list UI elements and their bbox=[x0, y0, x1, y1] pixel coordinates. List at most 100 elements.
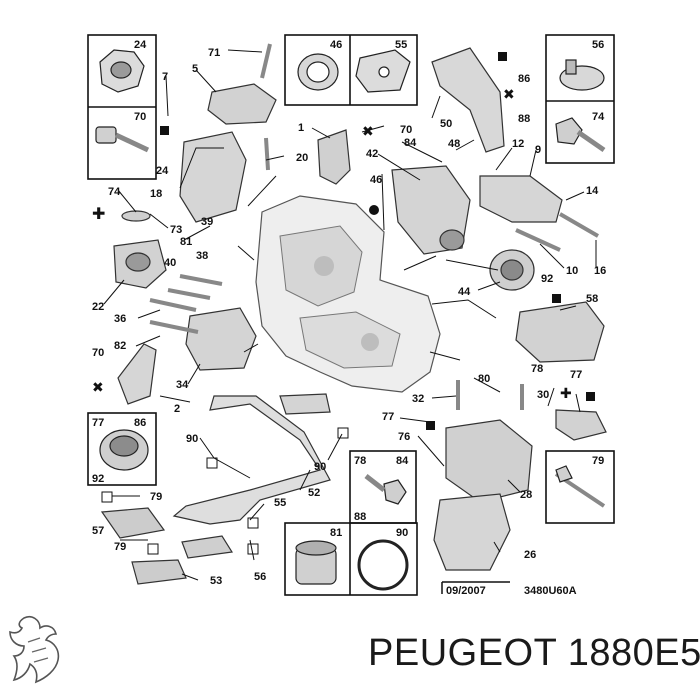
leader-lines bbox=[101, 49, 597, 581]
clip-lower bbox=[181, 535, 234, 559]
label-2: 2 bbox=[174, 403, 180, 415]
label-18: 18 bbox=[150, 188, 162, 200]
label-56: 56 bbox=[592, 39, 604, 51]
bolt-20 bbox=[264, 137, 270, 171]
diagram-stamp: 09/2007 3480U60A bbox=[441, 581, 577, 597]
bolt-84-drawing bbox=[383, 479, 407, 505]
arm-48 bbox=[431, 47, 505, 153]
label-92: 92 bbox=[92, 473, 104, 485]
svg-text:✖: ✖ bbox=[503, 86, 515, 102]
label-79: 79 bbox=[150, 491, 162, 503]
bolt-10 bbox=[515, 228, 561, 252]
label-44: 44 bbox=[458, 286, 471, 298]
label-39: 39 bbox=[201, 216, 213, 228]
label-38: 38 bbox=[196, 250, 208, 262]
inset-56-74 bbox=[545, 34, 615, 164]
label-1: 1 bbox=[298, 122, 304, 134]
label-92: 92 bbox=[541, 273, 553, 285]
bracket-34 bbox=[185, 307, 257, 371]
drawing-reference: 3480U60A bbox=[524, 585, 577, 597]
label-79: 79 bbox=[592, 455, 604, 467]
inset-parts bbox=[95, 49, 606, 591]
bracket-14 bbox=[479, 175, 563, 223]
label-78: 78 bbox=[531, 363, 543, 375]
bolt-16 bbox=[558, 212, 600, 238]
pad-57 bbox=[100, 507, 166, 539]
part-number: 1880E5 bbox=[567, 632, 700, 674]
mount-5 bbox=[207, 83, 277, 125]
brand-name: PEUGEOT bbox=[368, 632, 557, 674]
label-20: 20 bbox=[296, 152, 308, 164]
label-32: 32 bbox=[412, 393, 424, 405]
label-58: 58 bbox=[586, 293, 598, 305]
part-30 bbox=[555, 409, 607, 441]
bolt-71 bbox=[260, 43, 272, 79]
label-90: 90 bbox=[314, 461, 326, 473]
label-81: 81 bbox=[330, 527, 342, 539]
inset-81-90 bbox=[284, 522, 418, 596]
label-30: 30 bbox=[537, 389, 549, 401]
label-86: 86 bbox=[134, 417, 146, 429]
marker-square bbox=[586, 392, 595, 401]
label-82: 82 bbox=[114, 340, 126, 352]
inset-77-86-92 bbox=[87, 412, 157, 486]
label-10: 10 bbox=[566, 265, 578, 277]
label-81: 81 bbox=[180, 236, 192, 248]
engine-mount-exploded-diagram: ✚ ✖ ✖ ✖ ✚ 24 70 71 5 7 46 55 56 86 88 74… bbox=[87, 34, 615, 597]
link-1 bbox=[317, 129, 351, 185]
part-labels: 24 70 71 5 7 46 55 56 86 88 74 1 70 50 4… bbox=[92, 39, 606, 587]
mount-28 bbox=[445, 419, 533, 503]
label-52: 52 bbox=[308, 487, 320, 499]
label-86: 86 bbox=[518, 73, 530, 85]
marker-square bbox=[160, 126, 169, 135]
label-77: 77 bbox=[382, 411, 394, 423]
inset-46-55 bbox=[284, 34, 418, 106]
svg-text:✖: ✖ bbox=[92, 379, 104, 395]
label-36: 36 bbox=[114, 313, 126, 325]
label-46: 46 bbox=[330, 39, 342, 51]
label-79: 79 bbox=[114, 541, 126, 553]
bracket-58 bbox=[515, 301, 605, 363]
clamp-90-drawing bbox=[357, 539, 409, 591]
label-55: 55 bbox=[274, 497, 286, 509]
label-84: 84 bbox=[396, 455, 409, 467]
label-78: 78 bbox=[354, 455, 366, 467]
label-53: 53 bbox=[210, 575, 222, 587]
marker-square bbox=[426, 421, 435, 430]
label-70: 70 bbox=[92, 347, 104, 359]
marker-square bbox=[552, 294, 561, 303]
label-57: 57 bbox=[92, 525, 104, 537]
label-22: 22 bbox=[92, 301, 104, 313]
label-88: 88 bbox=[354, 511, 366, 523]
label-84: 84 bbox=[404, 137, 417, 149]
bracket-18 bbox=[179, 131, 247, 223]
bracket-2 bbox=[117, 343, 157, 405]
label-74: 74 bbox=[108, 186, 121, 198]
mount-assemblies bbox=[100, 43, 607, 585]
label-46: 46 bbox=[370, 174, 382, 186]
label-24: 24 bbox=[134, 39, 147, 51]
inset-boxes bbox=[87, 34, 615, 596]
label-55: 55 bbox=[395, 39, 407, 51]
pipe-52 bbox=[172, 395, 331, 525]
label-5: 5 bbox=[192, 63, 198, 75]
part-caption: PEUGEOT 1880E5 bbox=[368, 632, 700, 675]
marker-square bbox=[498, 52, 507, 61]
label-73: 73 bbox=[170, 224, 182, 236]
marker-dot bbox=[369, 205, 379, 215]
label-9: 9 bbox=[535, 144, 541, 156]
label-74: 74 bbox=[592, 111, 605, 123]
label-88: 88 bbox=[518, 113, 530, 125]
label-77: 77 bbox=[92, 417, 104, 429]
inset-79 bbox=[545, 450, 615, 524]
marker-symbols: ✚ ✖ ✖ ✖ ✚ bbox=[92, 52, 595, 430]
label-50: 50 bbox=[440, 118, 452, 130]
label-77: 77 bbox=[570, 369, 582, 381]
label-42: 42 bbox=[366, 148, 378, 160]
label-16: 16 bbox=[594, 265, 606, 277]
label-48: 48 bbox=[448, 138, 460, 150]
shield-top bbox=[279, 393, 331, 415]
svg-text:✚: ✚ bbox=[560, 385, 572, 401]
label-24: 24 bbox=[156, 165, 169, 177]
